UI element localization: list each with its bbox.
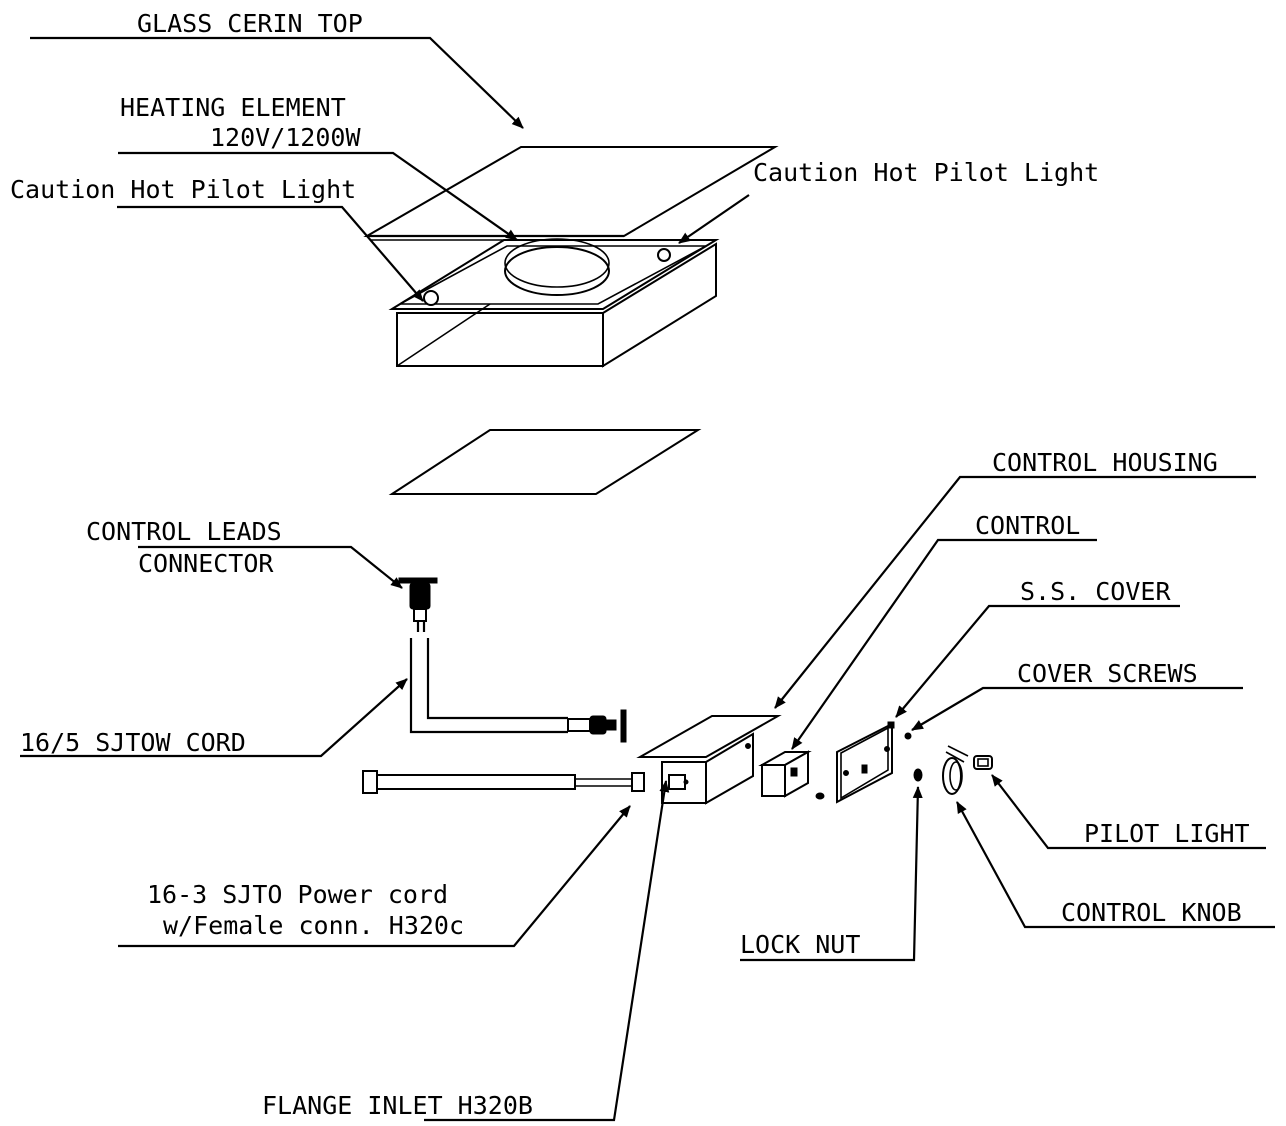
lock-nut-small bbox=[815, 792, 825, 800]
label-power-cord-connector: w/Female conn. H320c bbox=[163, 911, 464, 940]
pilot-hole-left bbox=[423, 290, 439, 306]
label-control-leads: CONTROL LEADS bbox=[86, 517, 282, 546]
heating-element-housing bbox=[388, 238, 720, 368]
sjtow-cord-part bbox=[409, 638, 627, 743]
pilot-hole-right bbox=[657, 248, 671, 262]
label-connector: CONNECTOR bbox=[138, 549, 274, 578]
power-cord-part bbox=[362, 770, 645, 794]
glass-cerin-top-plate bbox=[363, 146, 779, 241]
label-control: CONTROL bbox=[975, 511, 1080, 540]
label-cover-screws: COVER SCREWS bbox=[1017, 659, 1198, 688]
leader-lines bbox=[20, 36, 1275, 1122]
label-sjtow-cord: 16/5 SJTOW CORD bbox=[20, 728, 246, 757]
label-ss-cover: S.S. COVER bbox=[1020, 577, 1171, 606]
label-heating-element: HEATING ELEMENT bbox=[120, 93, 346, 122]
label-lock-nut: LOCK NUT bbox=[740, 930, 860, 959]
control-knob-part bbox=[942, 745, 969, 795]
heating-element-coil bbox=[504, 246, 610, 296]
label-control-housing: CONTROL HOUSING bbox=[992, 448, 1218, 477]
label-caution-left: Caution Hot Pilot Light bbox=[10, 175, 356, 204]
label-caution-right: Caution Hot Pilot Light bbox=[753, 158, 1099, 187]
pilot-light-part bbox=[973, 755, 993, 770]
label-glass-cerin-top: GLASS CERIN TOP bbox=[137, 9, 363, 38]
label-flange-inlet: FLANGE INLET H320B bbox=[262, 1091, 533, 1120]
lock-nut-part bbox=[913, 768, 923, 782]
ss-cover-part bbox=[836, 721, 895, 804]
bottom-plate bbox=[388, 429, 702, 495]
label-control-knob: CONTROL KNOB bbox=[1061, 898, 1242, 927]
label-heating-element-rating: 120V/1200W bbox=[210, 123, 361, 152]
control-part bbox=[758, 750, 812, 798]
cover-screw-part bbox=[904, 732, 912, 740]
label-power-cord: 16-3 SJTO Power cord bbox=[147, 880, 448, 909]
label-pilot-light: PILOT LIGHT bbox=[1084, 819, 1250, 848]
control-leads-connector-part bbox=[398, 577, 438, 632]
control-housing-part bbox=[636, 715, 782, 805]
